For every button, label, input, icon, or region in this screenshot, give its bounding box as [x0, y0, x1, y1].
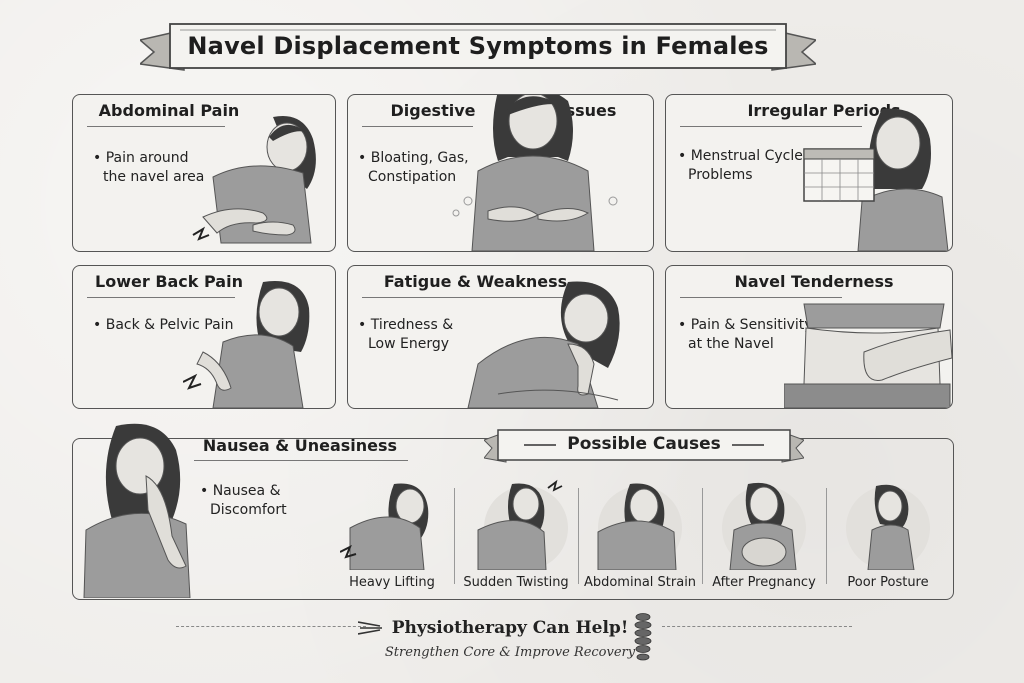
divider	[454, 488, 455, 584]
cause-after-pregnancy: After Pregnancy	[702, 478, 826, 594]
cause-heavy-lifting: Heavy Lifting	[330, 478, 454, 594]
card-title: Digestive	[390, 101, 476, 120]
card-title: Fatigue & Weakness	[383, 272, 568, 291]
causes-ribbon: Possible Causes	[484, 428, 804, 464]
cause-label: Sudden Twisting	[463, 575, 569, 590]
woman-holding-belly-illustration	[452, 95, 618, 251]
divider	[87, 126, 225, 127]
divider	[362, 126, 473, 127]
cause-sudden-twisting: Sudden Twisting	[454, 478, 578, 594]
speed-lines-icon	[358, 621, 382, 635]
card-title: Irregular Periods	[747, 101, 901, 120]
divider	[702, 488, 703, 584]
card-description: • Back & Pelvic Pain	[93, 317, 234, 333]
footer-divider-left	[176, 626, 366, 627]
card-description: • Pain around the navel area	[93, 150, 205, 185]
divider	[194, 460, 408, 461]
heavy-lifting-illustration	[340, 483, 429, 570]
card-title: Navel Tenderness	[734, 272, 894, 291]
cause-label: After Pregnancy	[712, 575, 816, 590]
causes-title: Possible Causes	[567, 434, 721, 454]
page-title: Navel Displacement Symptoms in Females	[187, 32, 769, 60]
card-nausea-uneasiness: Nausea & Uneasiness • Nausea & Discomfor…	[72, 423, 408, 598]
card-description: • Bloating, Gas, Constipation	[358, 150, 469, 185]
card-irregular-periods: Irregular Periods • Menstrual Cycle Prob…	[665, 94, 953, 252]
sudden-twisting-illustration	[477, 479, 568, 570]
card-description: • Menstrual Cycle Problems	[678, 148, 803, 183]
divider	[826, 488, 827, 584]
cause-abdominal-strain: Abdominal Strain	[578, 478, 702, 594]
footer-divider-right	[662, 626, 852, 627]
woman-covering-mouth-illustration	[83, 423, 191, 598]
hand-on-navel-illustration	[784, 303, 952, 408]
woman-holding-stomach-illustration	[192, 115, 316, 244]
card-digestive-issues: Digestive Issues • Bloating, Gas, Consti…	[347, 94, 654, 252]
card-title: Lower Back Pain	[95, 272, 243, 291]
divider	[578, 488, 579, 584]
card-fatigue-weakness: Fatigue & Weakness • Tiredness & Low Ene…	[347, 265, 654, 409]
footer-title: Physiotherapy Can Help!	[391, 618, 629, 638]
woman-holding-back-illustration	[183, 281, 310, 408]
card-description: • Nausea & Discomfort	[200, 483, 287, 518]
card-title: Nausea & Uneasiness	[202, 436, 398, 455]
footer-subtitle: Strengthen Core & Improve Recovery	[384, 645, 636, 660]
card-description: • Pain & Sensitivity at the Navel	[678, 317, 813, 352]
card-navel-tenderness: Navel Tenderness • Pain & Sensitivity at…	[665, 265, 953, 409]
card-title-part2: Issues	[559, 101, 617, 120]
woman-with-calendar-illustration	[803, 108, 949, 251]
cause-label: Heavy Lifting	[349, 575, 435, 590]
divider	[87, 297, 235, 298]
divider	[680, 297, 842, 298]
card-description: • Tiredness & Low Energy	[358, 317, 454, 352]
card-title: Abdominal Pain	[98, 101, 240, 120]
after-pregnancy-illustration	[722, 482, 806, 570]
tired-woman-resting-illustration	[467, 281, 620, 408]
abdominal-strain-illustration	[597, 483, 682, 570]
card-abdominal-pain: Abdominal Pain • Pain around the navel a…	[72, 94, 336, 252]
divider	[362, 297, 573, 298]
causes-row: Heavy Lifting Sudden Twisting Abdominal …	[330, 478, 950, 596]
cause-label: Poor Posture	[847, 575, 929, 590]
poor-posture-illustration	[846, 484, 930, 570]
cause-poor-posture: Poor Posture	[826, 478, 950, 594]
divider	[680, 126, 862, 127]
title-banner: Navel Displacement Symptoms in Females	[140, 18, 816, 80]
card-lower-back-pain: Lower Back Pain • Back & Pelvic Pain	[72, 265, 336, 409]
cause-label: Abdominal Strain	[583, 575, 697, 590]
spine-icon	[634, 613, 652, 661]
